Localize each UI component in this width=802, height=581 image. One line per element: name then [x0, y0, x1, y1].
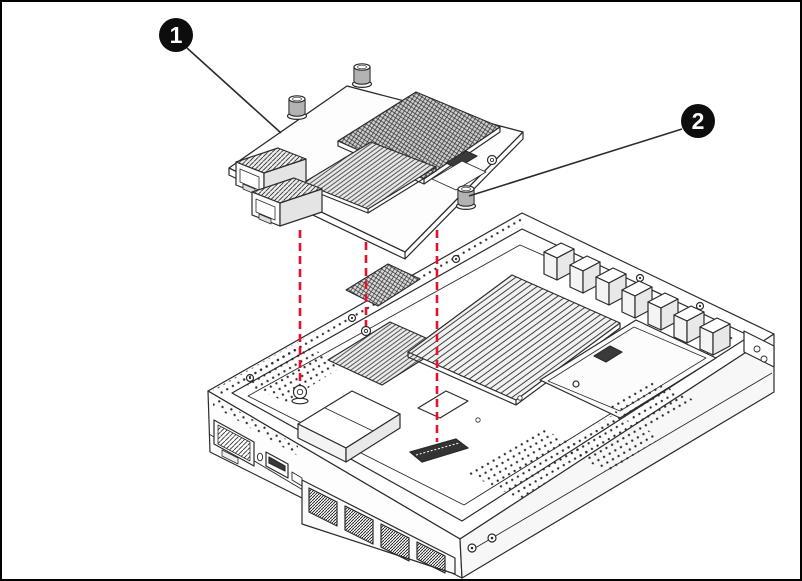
plate-connector: [593, 345, 623, 363]
standoff-front: [291, 384, 309, 405]
battery-module: [297, 390, 401, 463]
vent-patch-left: [240, 344, 346, 402]
host-port-4: [416, 541, 446, 574]
controller-chassis: [207, 212, 775, 579]
motherboard: [240, 242, 731, 499]
callout-1-label: 1: [170, 22, 183, 48]
thumbscrew-left: [286, 95, 308, 121]
hic-connector: [409, 438, 469, 463]
vent-patch-right-2: [606, 380, 694, 429]
callout-1-leader: [186, 47, 282, 134]
callout-2-circle: [681, 104, 715, 138]
screw-hole-mid: [360, 325, 372, 337]
host-port-block: [301, 479, 497, 575]
host-port-1: [308, 487, 338, 527]
right-bracket: [743, 330, 775, 368]
callout-1-circle: [159, 18, 193, 52]
hic-bay-plate: [539, 319, 717, 419]
sfp-latch: [221, 449, 239, 465]
host-port-2: [344, 505, 374, 545]
front-panel-left: [213, 419, 303, 487]
thumbscrew-top: [351, 63, 373, 89]
callout-2-label: 2: [692, 108, 705, 134]
vent-patch-right-1: [560, 414, 662, 472]
led-hole: [256, 452, 264, 462]
chip-component: [417, 390, 469, 419]
host-interface-card: [228, 63, 524, 260]
vent-band-front: [213, 396, 298, 456]
thumbscrew-right: [455, 185, 477, 210]
alignment-guides: [298, 230, 439, 442]
host-port-3: [380, 523, 410, 562]
callout-2: 2: [468, 104, 715, 197]
hic-label-area: [431, 160, 487, 191]
callout-2-leader: [468, 128, 683, 197]
vent-patch-front: [468, 428, 592, 499]
hic-board-edge: [228, 132, 524, 260]
callout-1: 1: [159, 18, 282, 134]
